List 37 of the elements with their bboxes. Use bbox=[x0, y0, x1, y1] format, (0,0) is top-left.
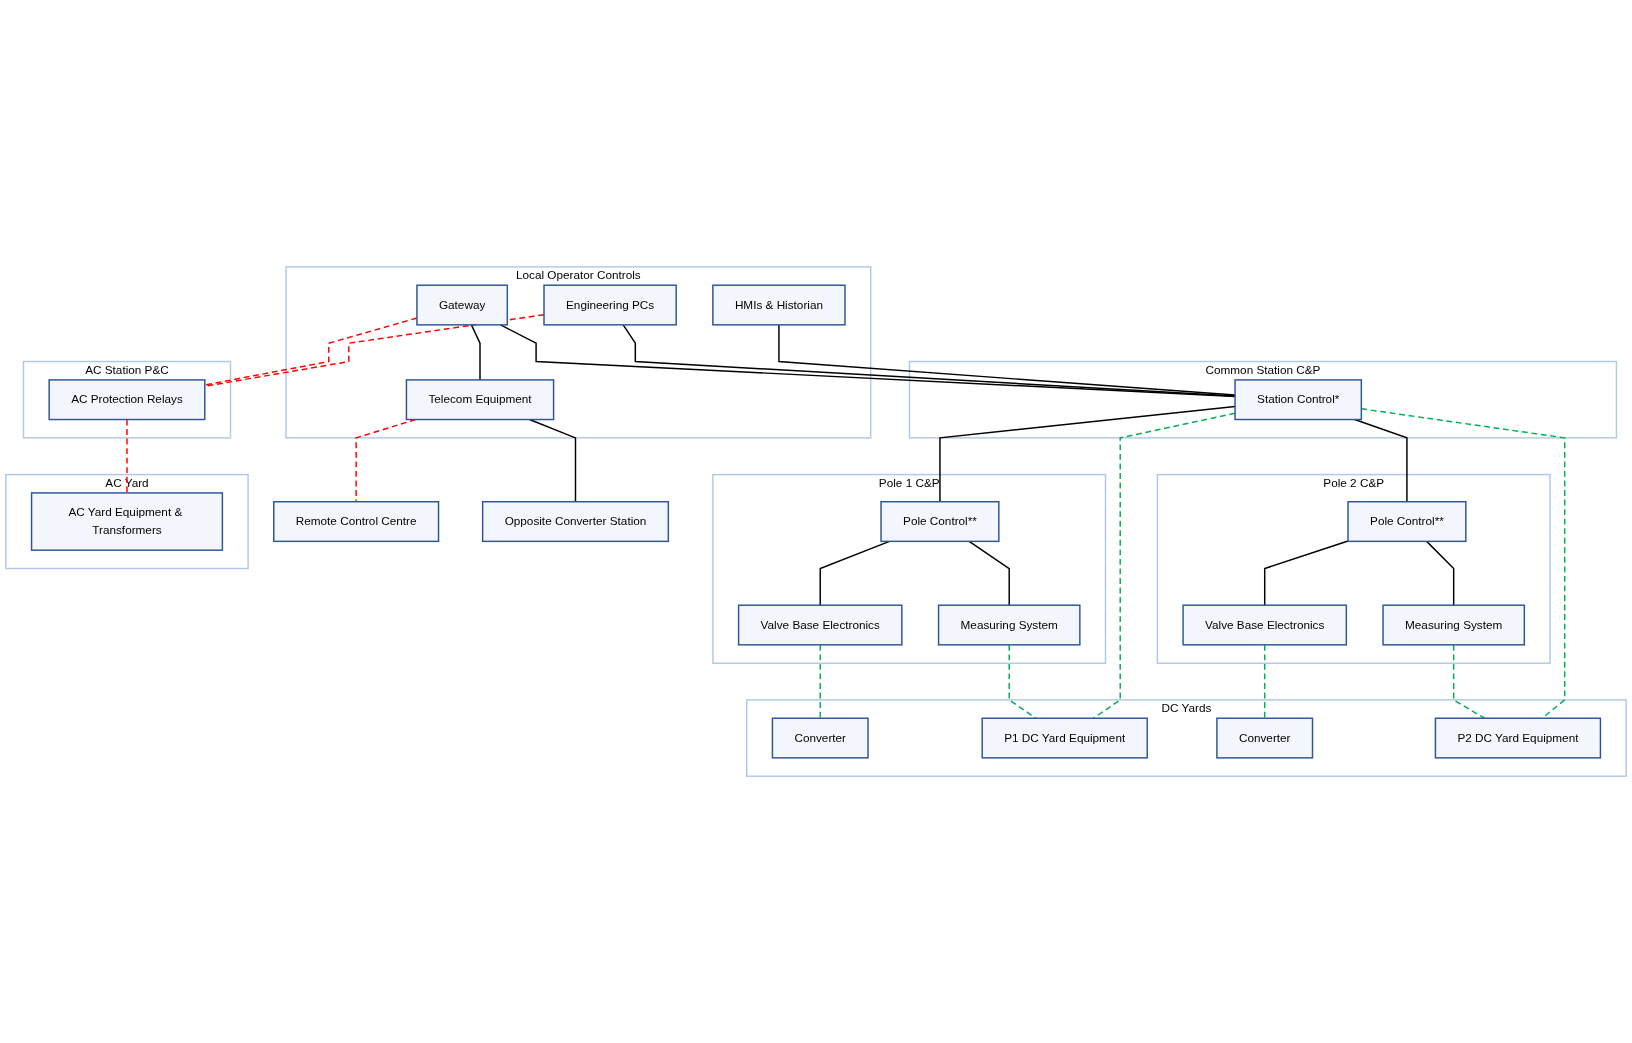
connector bbox=[1008, 644, 1037, 719]
connector bbox=[968, 540, 1010, 606]
node-box: Telecom Equipment bbox=[405, 379, 555, 421]
node-box: P2 DC Yard Equipment bbox=[1434, 717, 1602, 759]
connector bbox=[1263, 644, 1266, 719]
node-box: Measuring System bbox=[937, 604, 1081, 646]
node-box: Station Control* bbox=[1234, 379, 1363, 421]
connector bbox=[528, 418, 577, 503]
node-box: AC Yard Equipment & Transformers bbox=[30, 492, 224, 551]
node-box: Valve Base Electronics bbox=[737, 604, 903, 646]
connector bbox=[126, 418, 128, 494]
connector bbox=[622, 324, 1236, 397]
node-box: HMIs & Historian bbox=[712, 284, 846, 326]
node-box: AC Protection Relays bbox=[48, 379, 206, 421]
node-box: Valve Base Electronics bbox=[1182, 604, 1348, 646]
connector bbox=[355, 418, 417, 503]
connector bbox=[1353, 418, 1408, 503]
node-box: Pole Control** bbox=[1347, 500, 1467, 543]
node-box: Opposite Converter Station bbox=[481, 500, 670, 543]
node-box: Remote Control Centre bbox=[273, 500, 440, 543]
node-box: Gateway bbox=[416, 284, 509, 326]
connector bbox=[1263, 540, 1349, 606]
connector bbox=[499, 324, 1236, 398]
node-box: Engineering PCs bbox=[543, 284, 677, 326]
node-box: P1 DC Yard Equipment bbox=[981, 717, 1148, 759]
connector bbox=[1425, 540, 1455, 606]
connector bbox=[819, 644, 821, 719]
node-box: Converter bbox=[771, 717, 869, 759]
connector bbox=[470, 324, 481, 381]
node-box: Pole Control** bbox=[880, 500, 1000, 543]
connector bbox=[1092, 412, 1236, 719]
connector bbox=[1452, 644, 1486, 719]
connector bbox=[939, 405, 1236, 503]
connector bbox=[204, 313, 545, 387]
node-box: Converter bbox=[1216, 717, 1314, 759]
connector bbox=[778, 324, 1236, 396]
node-box: Measuring System bbox=[1382, 604, 1526, 646]
